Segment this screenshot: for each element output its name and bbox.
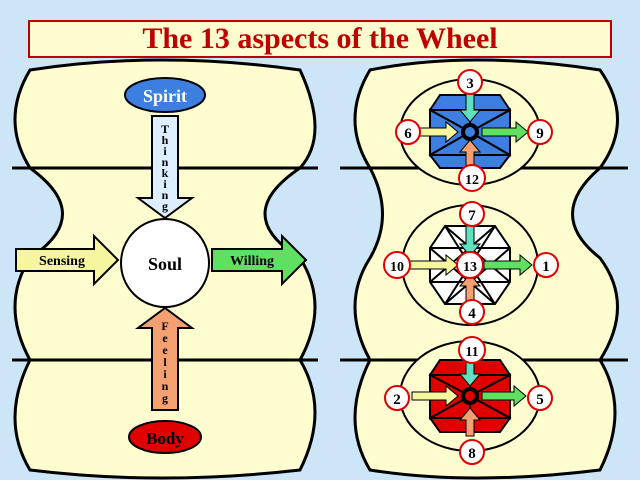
top-arrow-right-in bbox=[417, 120, 459, 144]
middle-arrow-right-in bbox=[409, 253, 459, 277]
feeling-letter: e bbox=[162, 331, 168, 345]
sensing-label: Sensing bbox=[39, 254, 85, 269]
badge-12-label: 12 bbox=[465, 173, 479, 188]
badge-9 bbox=[527, 119, 553, 145]
badge-3-label: 3 bbox=[466, 76, 474, 92]
feeling-letter: i bbox=[163, 367, 167, 381]
top-arrow-down bbox=[458, 91, 482, 123]
top-center-dot bbox=[465, 127, 475, 137]
badge-4-label: 4 bbox=[468, 306, 476, 322]
badge-8-label: 8 bbox=[468, 446, 476, 462]
bottom-arrow-right-in bbox=[411, 384, 459, 408]
badge-12 bbox=[458, 164, 486, 192]
feeling-letter: n bbox=[162, 379, 169, 393]
top-aspect-group: 3 6 9 12 bbox=[395, 69, 553, 192]
bottom-aspect-group: 11 2 5 8 bbox=[384, 336, 553, 465]
badge-7-label: 7 bbox=[468, 208, 476, 224]
spirit-label: Spirit bbox=[143, 86, 187, 106]
thinking-arrow bbox=[134, 115, 196, 220]
thinking-letter: n bbox=[162, 188, 169, 202]
thinking-letter: n bbox=[162, 155, 169, 169]
thinking-letter: i bbox=[163, 177, 167, 191]
left-wheel-diagram: Spirit T h i n k i n g Sensing Soul Will… bbox=[12, 58, 318, 480]
badge-11-label: 11 bbox=[465, 345, 478, 360]
badge-2 bbox=[384, 385, 410, 411]
thinking-letters: T h i n k i n g bbox=[161, 122, 169, 213]
feeling-letter: l bbox=[163, 355, 167, 369]
feeling-letter: g bbox=[162, 391, 168, 405]
bottom-arrow-down bbox=[458, 361, 482, 387]
middle-aspect-group: 7 10 13 1 4 bbox=[383, 201, 559, 326]
badge-6 bbox=[395, 119, 421, 145]
middle-arrow-down bbox=[458, 225, 482, 257]
badge-1 bbox=[533, 252, 559, 278]
feeling-arrow bbox=[134, 306, 196, 411]
badge-2-label: 2 bbox=[393, 392, 401, 408]
right-wheel-diagram: 3 6 9 12 bbox=[340, 58, 628, 480]
badge-13-label: 13 bbox=[463, 260, 477, 275]
bottom-arrow-right-out bbox=[481, 384, 527, 408]
sensing-arrow bbox=[15, 233, 120, 287]
thinking-letter: h bbox=[162, 133, 169, 147]
badge-3 bbox=[457, 69, 483, 95]
badge-7 bbox=[459, 201, 485, 227]
badge-6-label: 6 bbox=[404, 126, 412, 142]
spirit-ellipse bbox=[124, 77, 206, 113]
feeling-letters: F e e l i n g bbox=[161, 319, 168, 405]
badge-4 bbox=[459, 299, 485, 325]
badge-8 bbox=[459, 439, 485, 465]
thinking-letter: T bbox=[161, 122, 169, 136]
top-arrow-right-out bbox=[481, 120, 529, 144]
bottom-center-dot bbox=[465, 391, 475, 401]
badge-11 bbox=[458, 336, 486, 364]
feeling-letter: e bbox=[162, 343, 168, 357]
badge-13 bbox=[456, 251, 484, 279]
badge-5 bbox=[527, 385, 553, 411]
slide-title: The 13 aspects of the Wheel bbox=[142, 22, 498, 55]
bottom-arrow-up bbox=[458, 407, 482, 437]
badge-5-label: 5 bbox=[536, 392, 544, 408]
middle-arrow-right-out bbox=[483, 253, 533, 277]
badge-10-label: 10 bbox=[390, 260, 404, 275]
willing-arrow bbox=[211, 233, 308, 287]
badge-1-label: 1 bbox=[542, 259, 550, 275]
thinking-letter: g bbox=[162, 199, 168, 213]
thinking-letter: i bbox=[163, 144, 167, 158]
badge-10 bbox=[383, 251, 411, 279]
willing-label: Willing bbox=[230, 254, 274, 269]
title-banner: The 13 aspects of the Wheel bbox=[28, 20, 612, 58]
soul-label: Soul bbox=[148, 254, 182, 274]
badge-9-label: 9 bbox=[536, 126, 544, 142]
thinking-letter: k bbox=[162, 166, 169, 180]
body-label: Body bbox=[146, 429, 184, 448]
body-ellipse bbox=[128, 420, 202, 454]
feeling-letter: F bbox=[161, 319, 168, 333]
